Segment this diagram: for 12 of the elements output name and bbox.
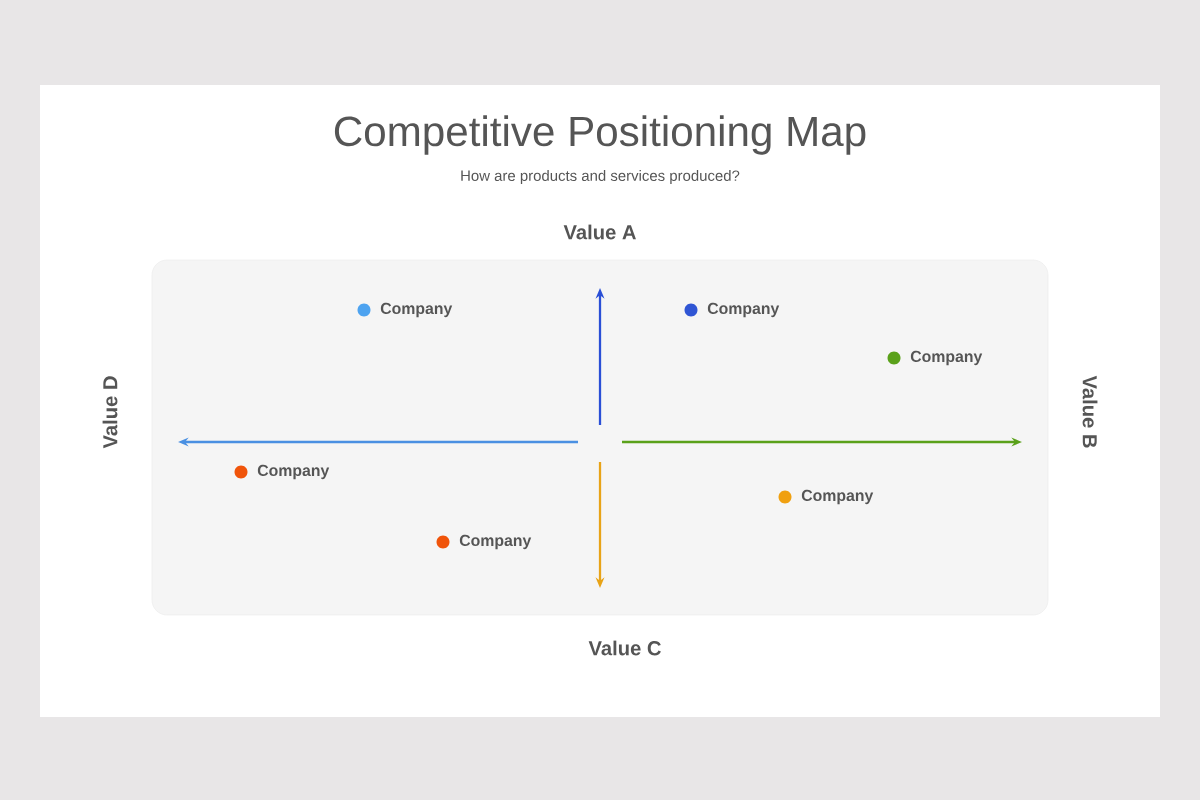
axis-label: Value B: [1082, 375, 1098, 448]
axis-label: Value C: [588, 640, 661, 656]
company-label: Company: [707, 302, 780, 318]
company-label: Company: [257, 464, 330, 480]
company-label: Company: [801, 489, 874, 505]
company-label: Company: [910, 350, 983, 366]
company-label: Company: [459, 534, 532, 550]
company-label: Company: [380, 302, 453, 318]
axis-label: Value D: [102, 376, 118, 449]
title: Competitive Positioning Map: [334, 115, 866, 155]
axis-label: Value A: [563, 224, 636, 240]
subtitle: How are products and services produced?: [461, 170, 740, 184]
